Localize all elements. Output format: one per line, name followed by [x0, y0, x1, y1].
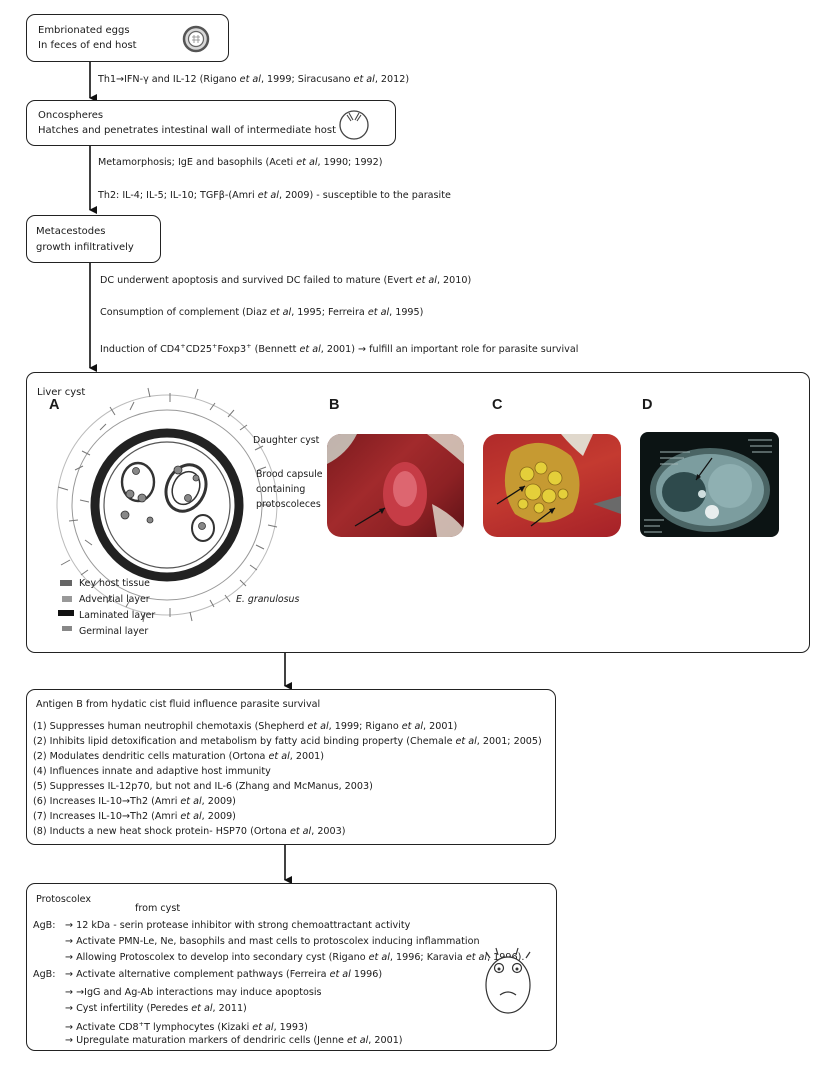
protoscolex-line-8: → Upregulate maturation markers of dendr… [65, 1035, 403, 1046]
antigen-b-list: (1) Suppresses human neutrophil chemotax… [33, 719, 542, 839]
antigen-item: (6) Increases IL-10→Th2 (Amri et al, 200… [33, 796, 236, 807]
antigen-item: (2) Modulates dendritic cells maturation… [33, 751, 325, 762]
oncospheres-box: Oncospheres Hatches and penetrates intes… [26, 100, 396, 146]
species-label: E. granulosus [236, 594, 300, 605]
eggs-line1: Embrionated eggs [38, 25, 130, 36]
brood-capsule-label: Brood capsule [256, 469, 323, 480]
antigen-item: (8) Inducts a new heat shock protein- HS… [33, 826, 346, 837]
metacestodes-box: Metacestodes growth infiltratively [26, 215, 161, 263]
brood-capsule-label-3: protoscoleces [256, 499, 321, 510]
egg-icon [182, 25, 210, 53]
protoscolex-line-5: → →IgG and Ag-Ab interactions may induce… [65, 987, 322, 998]
panel-label-a: A [49, 397, 60, 413]
panel-label-b: B [329, 397, 340, 413]
antigen-b-box [26, 689, 556, 845]
arrow2-label-1: Metamorphosis; IgE and basophils (Aceti … [98, 157, 383, 168]
protoscolex-line-7: → Activate CD8+T lymphocytes (Kizaki et … [65, 1020, 308, 1034]
legend-laminated-layer: Laminated layer [79, 610, 156, 621]
antigen-item: (4) Influences innate and adaptive host … [33, 766, 271, 777]
photo-b-liver-cyst [327, 434, 464, 537]
oncospheres-line2: Hatches and penetrates intestinal wall o… [38, 125, 337, 136]
legend-swatches [58, 580, 74, 631]
agb-label-1: AgB: [33, 920, 56, 931]
ct-scan-d [640, 432, 779, 537]
brood-capsule-label-2: containing [256, 484, 306, 495]
arrow3-label-3: Induction of CD4+CD25+Foxp3+ (Bennett et… [100, 342, 579, 356]
arrow3-label-2: Consumption of complement (Diaz et al, 1… [100, 307, 424, 318]
protoscolex-line-4: → Activate alternative complement pathwa… [65, 969, 383, 980]
antigen-item: (7) Increases IL-10→Th2 (Amri et al, 200… [33, 811, 236, 822]
panel-label-d: D [642, 397, 653, 413]
oncosphere-icon [339, 110, 369, 140]
photo-c-opened-cyst [483, 434, 621, 537]
agb-label-2: AgB: [33, 969, 56, 980]
legend-germinal-layer: Germinal layer [79, 626, 149, 637]
liver-cyst-title: Liver cyst [37, 387, 86, 398]
legend-key-host-tissue: Key host tissue [79, 578, 150, 589]
antigen-b-title: Antigen B from hydatic cist fluid influe… [36, 699, 321, 710]
antigen-item: (5) Suppresses IL-12p70, but not and IL-… [33, 781, 373, 792]
protoscolex-box [26, 883, 557, 1051]
metacestodes-line2: growth infiltratively [36, 242, 134, 253]
protoscolex-line-1: → 12 kDa - serin protease inhibitor with… [65, 920, 411, 931]
protoscolex-title: Protoscolex [36, 894, 92, 905]
metacestodes-line1: Metacestodes [36, 226, 106, 237]
daughter-cyst-label: Daughter cyst [253, 435, 320, 446]
protoscolex-subtitle: from cyst [135, 903, 181, 914]
antigen-item: (2) Inhibits lipid detoxification and me… [33, 736, 542, 747]
arrow3-label-1: DC underwent apoptosis and survived DC f… [100, 275, 472, 286]
eggs-line2: In feces of end host [38, 40, 137, 51]
protoscolex-line-2: → Activate PMN-Le, Ne, basophils and mas… [65, 936, 480, 947]
arrow1-label: Th1→IFN-γ and IL-12 (Rigano et al, 1999;… [98, 74, 410, 85]
oncospheres-line1: Oncospheres [38, 110, 104, 121]
arrow2-label-2: Th2: IL-4; IL-5; IL-10; TGFβ-(Amri et al… [98, 190, 451, 201]
antigen-item: (1) Suppresses human neutrophil chemotax… [33, 721, 458, 732]
protoscolex-line-6: → Cyst infertility (Peredes et al, 2011) [65, 1003, 247, 1014]
panel-label-c: C [492, 397, 503, 413]
legend-advential-layer: Advential layer [79, 594, 150, 605]
eggs-box: Embrionated eggs In feces of end host [26, 14, 229, 62]
